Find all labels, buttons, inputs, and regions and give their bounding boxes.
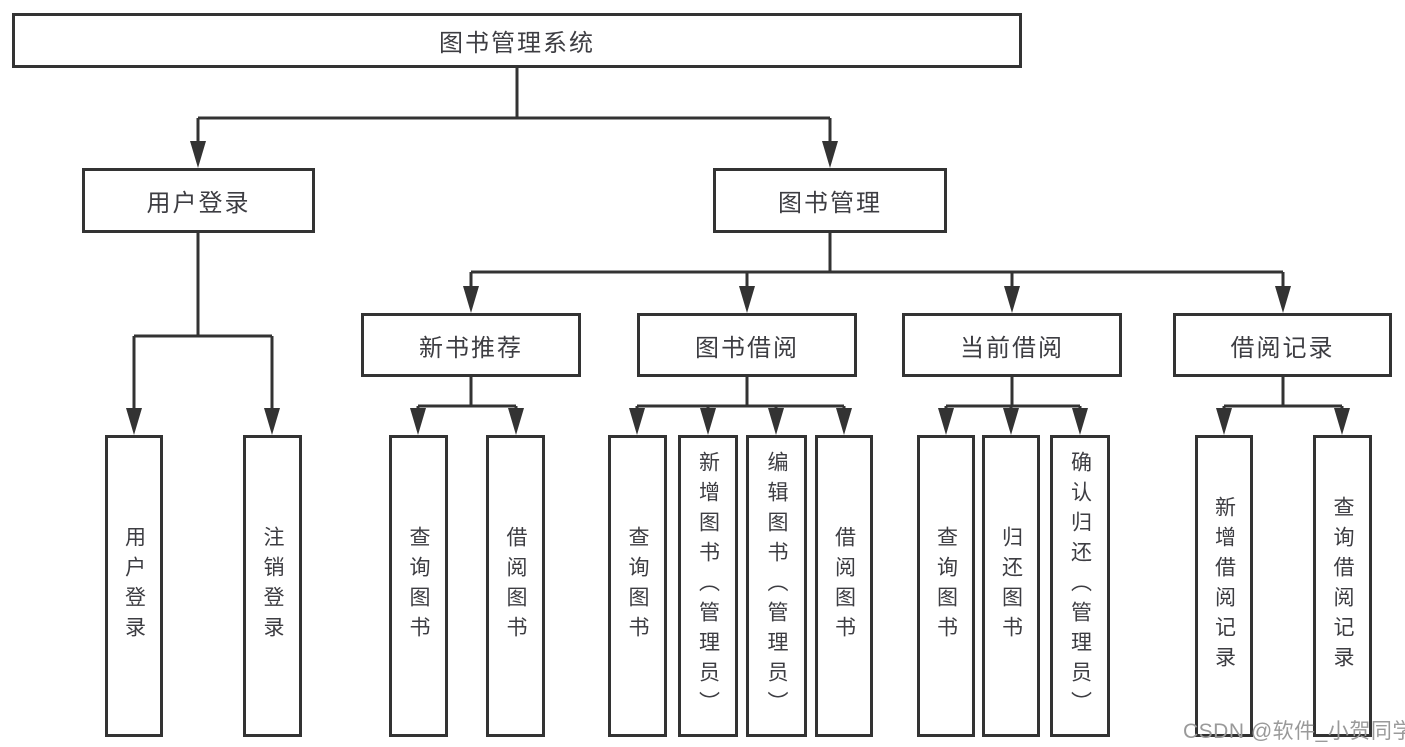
leaf-label: 新增借阅记录: [1212, 496, 1236, 676]
node-current-borrow: 当前借阅: [902, 313, 1122, 377]
node-book-management: 图书管理: [713, 168, 947, 233]
leaf-recommend-borrow-books: 借阅图书: [486, 435, 545, 737]
leaf-borrow-edit-books-admin: 编辑图书（管理员）: [746, 435, 807, 737]
connector-book-mgmt-to-level3: [463, 233, 1291, 313]
node-root-system: 图书管理系统: [12, 13, 1022, 68]
leaf-borrow-add-books-admin: 新增图书（管理员）: [678, 435, 738, 737]
leaf-borrow-borrow-books: 借阅图书: [815, 435, 873, 737]
leaf-label: 注销登录: [261, 526, 284, 646]
leaf-recommend-query-books: 查询图书: [389, 435, 448, 737]
leaf-logout: 注销登录: [243, 435, 302, 737]
leaf-label: 查询借阅记录: [1331, 496, 1354, 676]
leaf-label: 编辑图书（管理员）: [765, 451, 788, 721]
leaf-label: 归还图书: [999, 526, 1023, 646]
connector-new-book-rec-branch: [410, 377, 524, 435]
connector-book-borrow-branch: [629, 377, 852, 435]
leaf-user-login: 用户登录: [105, 435, 163, 737]
csdn-watermark: CSDN @软件_小贺同学: [1183, 720, 1405, 743]
connector-borrow-record-branch: [1216, 377, 1350, 435]
connector-root-to-level2: [190, 68, 838, 168]
leaf-label: 确认归还（管理员）: [1068, 451, 1092, 721]
leaf-borrow-query-books: 查询图书: [608, 435, 667, 737]
leaf-record-query: 查询借阅记录: [1313, 435, 1372, 737]
leaf-current-confirm-return-admin: 确认归还（管理员）: [1050, 435, 1110, 737]
leaf-record-add: 新增借阅记录: [1195, 435, 1253, 737]
node-new-book-recommend: 新书推荐: [361, 313, 581, 377]
connector-current-borrow-branch: [938, 377, 1088, 435]
leaf-label: 查询图书: [934, 526, 958, 646]
leaf-current-query-books: 查询图书: [917, 435, 975, 737]
leaf-label: 查询图书: [407, 526, 430, 646]
leaf-current-return-books: 归还图书: [982, 435, 1040, 737]
node-user-login: 用户登录: [82, 168, 315, 233]
node-borrow-record: 借阅记录: [1173, 313, 1392, 377]
connector-user-login-branch: [126, 233, 280, 435]
node-book-borrow: 图书借阅: [637, 313, 857, 377]
leaf-label: 用户登录: [122, 526, 146, 646]
leaf-label: 新增图书（管理员）: [696, 451, 720, 721]
leaf-label: 查询图书: [626, 526, 649, 646]
leaf-label: 借阅图书: [832, 526, 856, 646]
leaf-label: 借阅图书: [504, 526, 527, 646]
